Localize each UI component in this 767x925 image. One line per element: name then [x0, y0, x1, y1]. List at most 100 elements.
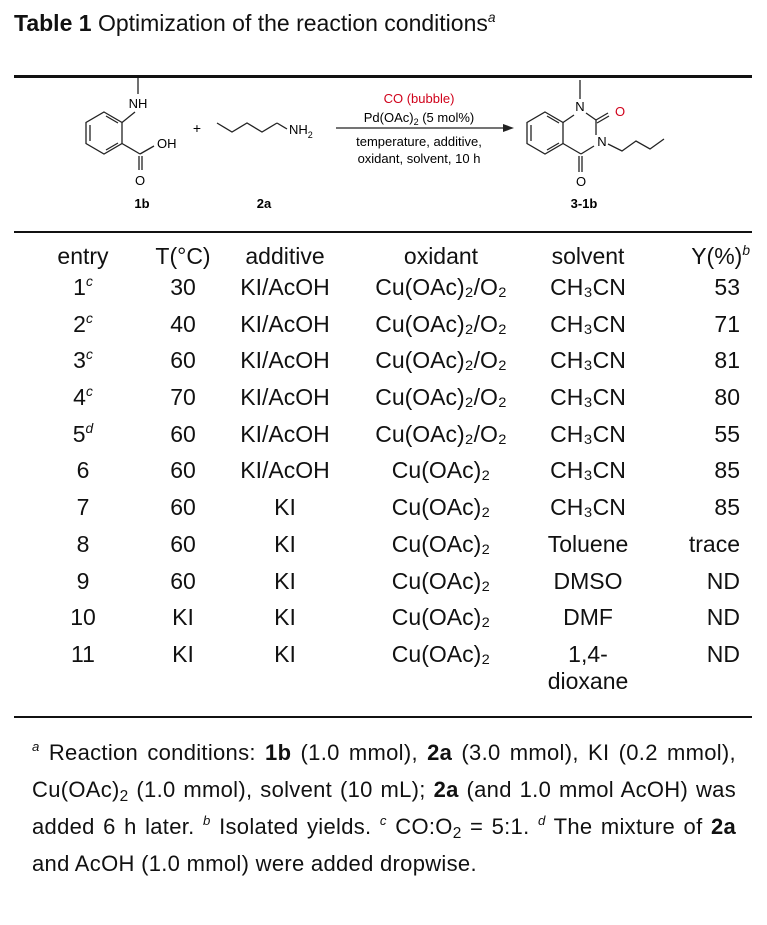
additive-cell: KI/AcOH — [240, 347, 330, 374]
additive-cell: KI/AcOH — [240, 457, 330, 484]
oxidant-cell: Cu(OAc)₂/O₂ — [375, 274, 507, 300]
co-bubble-label: CO (bubble) — [384, 91, 455, 106]
yield-cell: trace — [688, 530, 740, 557]
solvent-cell: CH₃CN — [550, 347, 626, 374]
temp-cell: 60 — [170, 420, 196, 447]
yield-cell: 71 — [714, 310, 740, 337]
benzene-ring-2 — [526, 111, 564, 155]
oxidant-cell: Cu(OAc)₂/O₂ — [375, 384, 507, 411]
entry-cell: 1c — [73, 274, 93, 300]
conditions-line-3: temperature, additive, — [356, 134, 482, 149]
oh-label: OH — [157, 136, 177, 151]
temp-cell: KI — [172, 640, 194, 667]
plus-sign: + — [193, 120, 201, 136]
oxidant-cell: Cu(OAc)₂/O₂ — [375, 420, 507, 447]
n-bond — [121, 111, 136, 124]
entry-cell: 2c — [73, 310, 93, 337]
col-entry-header: entry — [57, 242, 109, 269]
carbonyl-o-label: O — [135, 173, 145, 188]
arrow-head — [503, 124, 514, 132]
yield-cell: 55 — [714, 420, 740, 447]
reaction-scheme: NH OH O 1b + NH2 2a CO (bubble) Pd(OAc)2… — [85, 78, 665, 211]
additive-cell: KI — [274, 604, 296, 631]
header-rule — [14, 231, 752, 233]
temp-cell: 70 — [170, 384, 196, 411]
yield-cell: 85 — [714, 457, 740, 484]
temp-cell: 60 — [170, 494, 196, 521]
conditions-table: entry T(°C) additive oxidant solvent Y(%… — [14, 238, 752, 695]
catalyst-label: Pd(OAc)2 (5 mol%) — [364, 110, 474, 127]
yield-cell: 81 — [714, 347, 740, 374]
oxidant-cell: Cu(OAc)₂/O₂ — [375, 310, 507, 337]
entry-cell: 6 — [76, 457, 90, 484]
bottom-rule — [14, 716, 752, 718]
solvent-cell: CH₃CN — [550, 457, 626, 484]
additive-cell: KI — [274, 494, 296, 521]
yield-cell: ND — [706, 567, 740, 594]
yield-cell: 53 — [714, 274, 740, 300]
product-n1-label: N — [575, 99, 584, 114]
additive-cell: KI/AcOH — [240, 420, 330, 447]
conditions-line-4: oxidant, solvent, 10 h — [358, 151, 481, 166]
col-solvent-header: solvent — [551, 242, 625, 269]
entry-cell: 8 — [76, 530, 90, 557]
caption-footnote-mark: a — [487, 10, 496, 25]
table-header-row: entry T(°C) additive oxidant solvent Y(%… — [14, 238, 752, 274]
solvent-cell: DMSO — [553, 567, 623, 594]
temp-cell: 60 — [170, 347, 196, 374]
temp-cell: 40 — [170, 310, 196, 337]
table-title: Optimization of the reaction conditions — [97, 10, 488, 36]
col-yield-header: Y(%)b — [691, 242, 750, 269]
product-o1-label: O — [615, 104, 625, 119]
oxidant-cell: Cu(OAc)₂ — [391, 457, 491, 484]
oxidant-cell: Cu(OAc)₂ — [391, 604, 491, 631]
entry-cell: 9 — [76, 567, 90, 594]
compound-3-1b-label: 3-1b — [571, 196, 598, 211]
butyl-chain — [216, 122, 278, 133]
additive-cell: KI/AcOH — [240, 274, 330, 300]
yield-cell: ND — [706, 640, 740, 667]
entry-cell: 4c — [73, 384, 93, 411]
table-footnotes: a Reaction conditions: 1b (1.0 mmol), 2a… — [32, 739, 737, 876]
additive-cell: KI — [274, 640, 296, 667]
yield-cell: 85 — [714, 494, 740, 521]
additive-cell: KI — [274, 530, 296, 557]
solvent-cell: CH₃CN — [550, 384, 626, 411]
benzene-ring-1 — [85, 111, 123, 155]
compound-1b-label: 1b — [134, 196, 149, 211]
solvent-cell: CH₃CN — [550, 310, 626, 337]
oxidant-cell: Cu(OAc)₂/O₂ — [375, 347, 507, 374]
oxidant-cell: Cu(OAc)₂ — [391, 567, 491, 594]
solvent-cell: Toluene — [547, 530, 629, 557]
solvent-cell: DMF — [563, 604, 613, 631]
nh-label: NH — [129, 96, 148, 111]
solvent-cell: CH₃CN — [550, 274, 626, 300]
oxidant-cell: Cu(OAc)₂ — [391, 494, 491, 521]
entry-cell: 11 — [71, 640, 95, 667]
yield-cell: ND — [706, 604, 740, 631]
oxidant-cell: Cu(OAc)₂ — [391, 530, 491, 557]
table-row: 10 KI KI Cu(OAc)₂ DMF ND — [14, 604, 752, 641]
table-row: 8 60 KI Cu(OAc)₂ Toluene trace — [14, 531, 752, 568]
solvent-cell: CH₃CN — [550, 420, 626, 447]
temp-cell: KI — [172, 604, 194, 631]
col-temp-header: T(°C) — [155, 242, 211, 269]
entry-cell: 10 — [70, 604, 96, 631]
additive-cell: KI — [274, 567, 296, 594]
entry-cell: 7 — [76, 494, 90, 521]
temp-cell: 60 — [170, 530, 196, 557]
product-n3-label: N — [597, 134, 606, 149]
table-row: 3c 60 KI/AcOH Cu(OAc)₂/O₂ CH₃CN 81 — [14, 347, 752, 384]
table-label: Table 1 — [14, 10, 92, 36]
temp-cell: 30 — [170, 274, 196, 300]
entry-cell: 3c — [73, 347, 93, 374]
additive-cell: KI/AcOH — [240, 310, 330, 337]
table-row: 1c 30 KI/AcOH Cu(OAc)₂/O₂ CH₃CN 53 — [14, 274, 752, 311]
yield-cell: 80 — [714, 384, 740, 411]
compound-2a-label: 2a — [257, 196, 272, 211]
